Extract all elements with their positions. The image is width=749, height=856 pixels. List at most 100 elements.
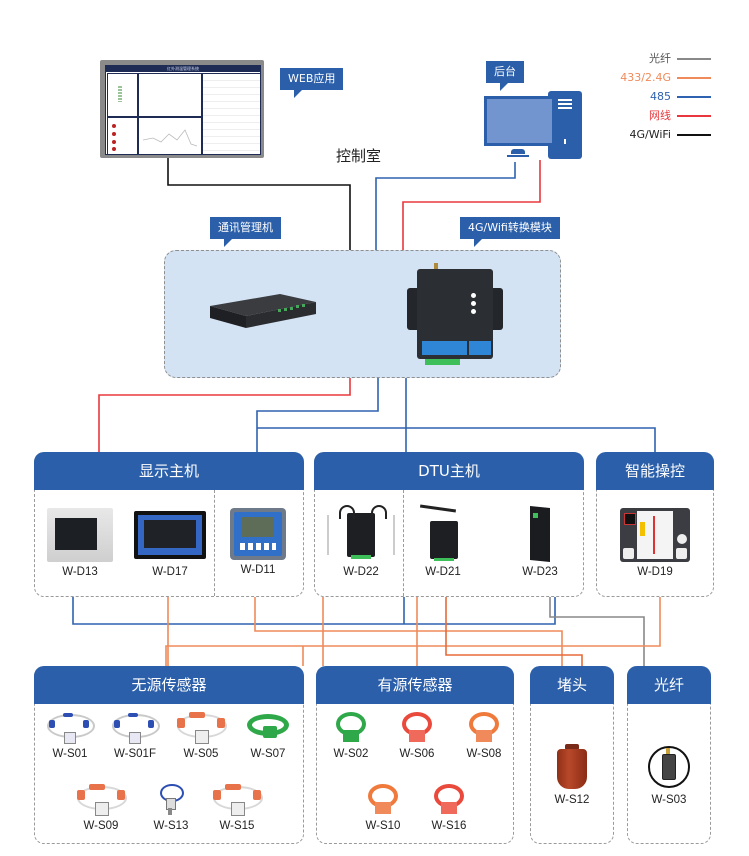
- legend-swatch: [677, 115, 711, 117]
- device-card[interactable]: W-D11: [218, 508, 298, 576]
- sensor-model: W-S03: [651, 794, 687, 806]
- legend-label: 网线: [649, 109, 671, 122]
- group-divider: [403, 490, 404, 596]
- sensor-image-ring-blue: [110, 712, 160, 744]
- sensor-model: W-S08: [466, 748, 502, 760]
- legend-item-rf: 433/2.4G: [620, 71, 711, 85]
- sensor-image-clip-red: [399, 712, 435, 744]
- pc-screen: [484, 96, 555, 146]
- sensor-image-small-ring: [156, 784, 186, 816]
- comm-manager-device: [208, 292, 318, 332]
- sensor-card[interactable]: W-S05: [168, 712, 234, 760]
- legend-item-485: 485: [650, 90, 711, 104]
- sensor-card[interactable]: W-S07: [236, 712, 300, 760]
- wire-485-bus: [72, 597, 556, 625]
- sensor-card[interactable]: W-S10: [354, 784, 412, 832]
- legend-label: 433/2.4G: [620, 71, 671, 84]
- sensor-card[interactable]: W-S06: [388, 712, 446, 760]
- web-app-callout: WEB应用: [280, 68, 344, 98]
- converter-device: [407, 263, 503, 368]
- sensor-card[interactable]: W-S02: [322, 712, 380, 760]
- device-image-dtu-rail: [526, 505, 554, 563]
- group-header: 光纤: [627, 666, 711, 704]
- wire-rf-7: [445, 597, 583, 666]
- device-model: W-D17: [152, 566, 188, 578]
- sensor-image-ring-blue: [45, 712, 95, 744]
- sensor-model: W-S15: [219, 820, 255, 832]
- legend-label: 光纤: [649, 52, 671, 65]
- device-card[interactable]: W-D23: [500, 505, 580, 578]
- device-image-lcd-meter: [230, 508, 286, 560]
- device-model: W-D21: [425, 566, 461, 578]
- sensor-card[interactable]: W-S12: [540, 744, 604, 806]
- group-header: 显示主机: [34, 452, 304, 490]
- monitor-title: 红外测温管理系统: [106, 66, 260, 72]
- sensor-card[interactable]: W-S13: [138, 784, 204, 832]
- device-model: W-D22: [343, 566, 379, 578]
- sensor-model: W-S01: [52, 748, 88, 760]
- sensor-model: W-S01F: [114, 748, 156, 760]
- legend-label: 485: [650, 90, 671, 103]
- sensor-model: W-S05: [183, 748, 219, 760]
- wire-rf-2: [254, 597, 563, 666]
- monitor-panel: [138, 73, 202, 117]
- converter-callout: 4G/Wifi转换模块: [460, 217, 560, 247]
- device-image-dtu-single-antenna: [418, 504, 468, 562]
- group-header: DTU主机: [314, 452, 584, 490]
- backend-pc: [484, 91, 584, 163]
- device-card[interactable]: W-D13: [40, 508, 120, 578]
- legend-swatch: [677, 96, 711, 98]
- sensor-image-clip-red: [431, 784, 467, 816]
- device-image-touch-panel: [134, 511, 206, 559]
- device-model: W-D13: [62, 566, 98, 578]
- group-active-sensors: 有源传感器: [316, 666, 514, 844]
- group-fiber: 光纤: [627, 666, 711, 844]
- sensor-card[interactable]: W-S01: [38, 712, 102, 760]
- device-card[interactable]: W-D17: [130, 508, 210, 578]
- wire-rf-3: [165, 597, 661, 666]
- sensor-model: W-S16: [431, 820, 467, 832]
- device-card[interactable]: W-D19: [612, 508, 698, 578]
- sensor-image-fiber-probe: [646, 744, 692, 790]
- device-model: W-D19: [637, 566, 673, 578]
- wire-485-control: [257, 427, 656, 452]
- legend-swatch: [677, 134, 711, 136]
- control-room-label: 控制室: [336, 147, 382, 165]
- sensor-model: W-S09: [83, 820, 119, 832]
- backend-callout: 后台: [486, 61, 524, 91]
- device-card[interactable]: W-D22: [318, 505, 404, 578]
- legend-item-ethernet: 网线: [649, 109, 711, 123]
- sensor-model: W-S07: [250, 748, 286, 760]
- pc-base: [507, 155, 529, 157]
- monitor-chart-panel: [138, 117, 202, 155]
- sensor-image-ring-orange: [75, 784, 127, 816]
- sensor-image-clip-orange: [466, 712, 502, 744]
- web-monitor-screen: 红外测温管理系统: [105, 65, 261, 155]
- device-card[interactable]: W-D21: [408, 504, 478, 578]
- sensor-card[interactable]: W-S15: [204, 784, 270, 832]
- web-monitor: 红外测温管理系统: [100, 60, 264, 158]
- comm-manager-callout: 通讯管理机: [210, 217, 281, 247]
- group-header: 智能操控: [596, 452, 714, 490]
- sensor-card[interactable]: W-S03: [637, 744, 701, 806]
- sensor-card[interactable]: W-S08: [455, 712, 513, 760]
- sensor-model: W-S10: [365, 820, 401, 832]
- sensor-card[interactable]: W-S16: [420, 784, 478, 832]
- group-divider: [214, 490, 215, 596]
- sensor-image-clip-green: [333, 712, 369, 744]
- sensor-model: W-S02: [333, 748, 369, 760]
- sensor-card[interactable]: W-S09: [68, 784, 134, 832]
- legend-label: 4G/WiFi: [629, 128, 671, 141]
- group-header: 有源传感器: [316, 666, 514, 704]
- sensor-image-ring-orange: [211, 784, 263, 816]
- group-header: 无源传感器: [34, 666, 304, 704]
- sensor-image-plug: [554, 744, 590, 790]
- group-header: 堵头: [530, 666, 614, 704]
- sensor-model: W-S06: [399, 748, 435, 760]
- device-model: W-D23: [522, 566, 558, 578]
- wire-fiber: [549, 597, 645, 666]
- sensor-card[interactable]: W-S01F: [102, 712, 168, 760]
- device-model: W-D11: [240, 564, 276, 576]
- sensor-model: W-S13: [153, 820, 189, 832]
- legend-swatch: [677, 58, 711, 60]
